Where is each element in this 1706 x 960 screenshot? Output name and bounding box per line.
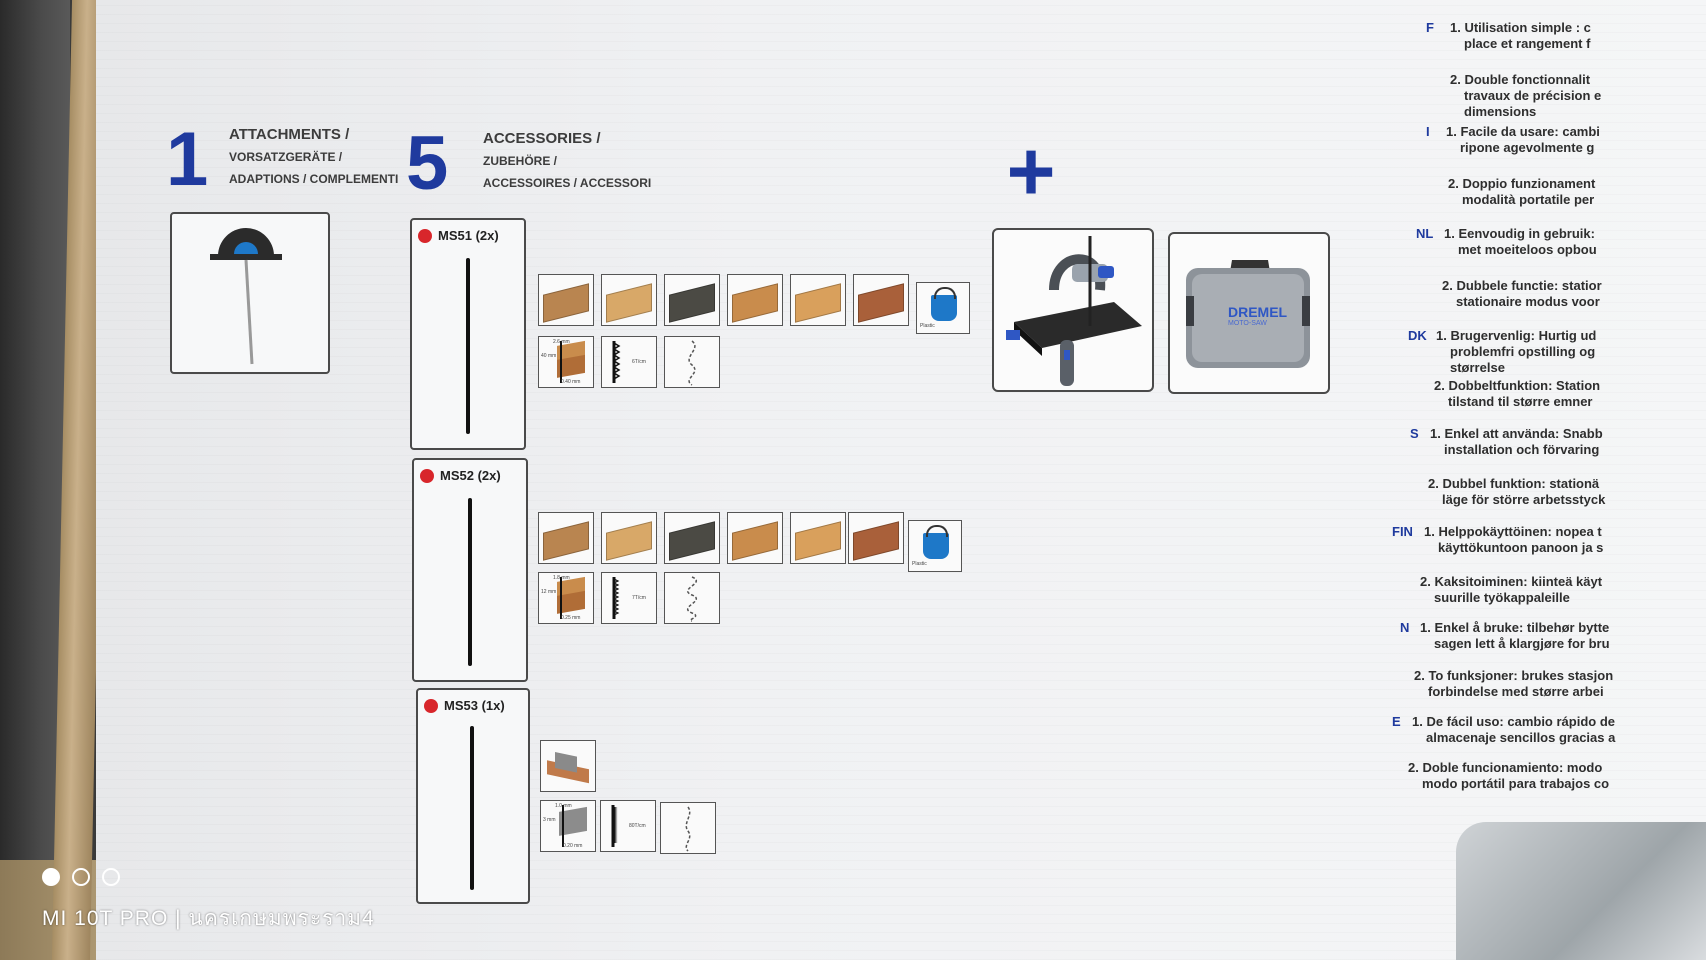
camera-watermark-dots bbox=[42, 868, 120, 886]
carry-case-icon bbox=[1186, 260, 1310, 368]
material-tile-dark-board bbox=[664, 274, 720, 326]
material-tile-thin-wood bbox=[540, 740, 596, 792]
dot-icon bbox=[72, 868, 90, 886]
dot-icon bbox=[102, 868, 120, 886]
spec-tile-teeth: 7T/cm bbox=[601, 572, 657, 624]
spec-tile-cut-pattern bbox=[664, 572, 720, 624]
accessories-title: ACCESSORIES / bbox=[483, 130, 601, 147]
blade-box-ms53: MS53 (1x) bbox=[416, 688, 530, 904]
blade-label-ms53: MS53 (1x) bbox=[444, 698, 505, 713]
bucket-icon bbox=[931, 287, 957, 321]
spec-tile-teeth: 80T/cm bbox=[600, 800, 656, 852]
attachments-count: 1 bbox=[166, 117, 209, 202]
material-tile-pine bbox=[790, 274, 846, 326]
cut-pattern-icon bbox=[688, 340, 696, 386]
blade-teeth-icon bbox=[611, 805, 618, 847]
accessories-subtitle-2: ACCESSOIRES / ACCESSORI bbox=[483, 176, 652, 190]
attachments-subtitle-2: ADAPTIONS / COMPLEMENTI bbox=[229, 172, 399, 186]
scroll-saw-blade bbox=[466, 258, 470, 434]
cut-depth-icon bbox=[559, 805, 587, 847]
plus-icon: + bbox=[1006, 124, 1056, 218]
product-photo-fragment bbox=[1456, 822, 1706, 960]
material-tile-hardwood bbox=[848, 512, 904, 564]
accessories-count: 5 bbox=[406, 121, 449, 206]
thin-wood-icon bbox=[547, 751, 589, 784]
blade-teeth-icon bbox=[612, 577, 620, 619]
scroll-saw-photo bbox=[992, 228, 1154, 392]
blade-label-ms52: MS52 (2x) bbox=[440, 468, 501, 483]
red-dot-icon bbox=[424, 698, 438, 713]
spec-tile-cut-depth: 1.0 mm 3 mm 0.20 mm bbox=[540, 800, 596, 852]
cut-depth-icon bbox=[557, 576, 585, 619]
angle-guide-icon bbox=[210, 228, 282, 365]
case-model-logo: MOTO-SAW bbox=[1228, 320, 1267, 327]
spec-tile-teeth: 6T/cm bbox=[601, 336, 657, 388]
blade-teeth-icon bbox=[612, 341, 621, 383]
scroll-saw-icon bbox=[1006, 236, 1142, 386]
attachments-subtitle-1: VORSATZGERÄTE / bbox=[229, 150, 343, 164]
attachments-title: ATTACHMENTS / bbox=[229, 126, 350, 143]
scroll-saw-blade bbox=[470, 726, 474, 890]
red-dot-icon bbox=[418, 228, 432, 243]
scroll-saw-blade bbox=[468, 498, 472, 666]
spec-tile-cut-depth: 2.6 mm 40 mm 0.40 mm bbox=[538, 336, 594, 388]
material-tile-wood-light bbox=[601, 274, 657, 326]
accessories-heading: ACCESSORIES / ZUBEHÖRE / ACCESSOIRES / A… bbox=[483, 128, 651, 194]
blade-box-ms52: MS52 (2x) bbox=[412, 458, 528, 682]
spec-tile-cut-pattern bbox=[664, 336, 720, 388]
dot-icon bbox=[42, 868, 60, 886]
lang-entry: NL 1. Eenvoudig in gebruik:met moeiteloo… bbox=[1416, 226, 1597, 257]
camera-watermark-text: MI 10T PRO | นครเกษมพระราม4 bbox=[42, 907, 375, 930]
material-tile-plywood bbox=[727, 512, 783, 564]
material-tile-plastic: Plastic bbox=[916, 282, 970, 334]
material-tile-wood-light bbox=[601, 512, 657, 564]
spec-tile-cut-pattern bbox=[660, 802, 716, 854]
material-tile-wood bbox=[538, 274, 594, 326]
case-brand-logo: DREMEL bbox=[1228, 304, 1288, 320]
angle-guide-frame bbox=[170, 212, 330, 374]
cut-pattern-icon bbox=[687, 576, 697, 622]
material-tile-wood bbox=[538, 512, 594, 564]
cut-pattern-icon bbox=[685, 806, 691, 852]
blade-label-ms51: MS51 (2x) bbox=[438, 228, 499, 243]
red-dot-icon bbox=[420, 468, 434, 483]
cut-depth-icon bbox=[557, 340, 585, 383]
blade-box-ms51: MS51 (2x) bbox=[410, 218, 526, 450]
material-tile-dark-board bbox=[664, 512, 720, 564]
attachments-heading: ATTACHMENTS / VORSATZGERÄTE / ADAPTIONS … bbox=[229, 124, 398, 190]
accessories-subtitle-1: ZUBEHÖRE / bbox=[483, 154, 558, 168]
material-tile-plywood bbox=[727, 274, 783, 326]
material-tile-pine bbox=[790, 512, 846, 564]
bucket-icon bbox=[923, 525, 949, 559]
material-tile-hardwood bbox=[853, 274, 909, 326]
spec-tile-cut-depth: 1.8 mm 12 mm 0.25 mm bbox=[538, 572, 594, 624]
material-tile-plastic: Plastic bbox=[908, 520, 962, 572]
carry-case-photo: DREMEL MOTO-SAW bbox=[1168, 232, 1330, 394]
packaging-panel bbox=[96, 0, 1706, 960]
